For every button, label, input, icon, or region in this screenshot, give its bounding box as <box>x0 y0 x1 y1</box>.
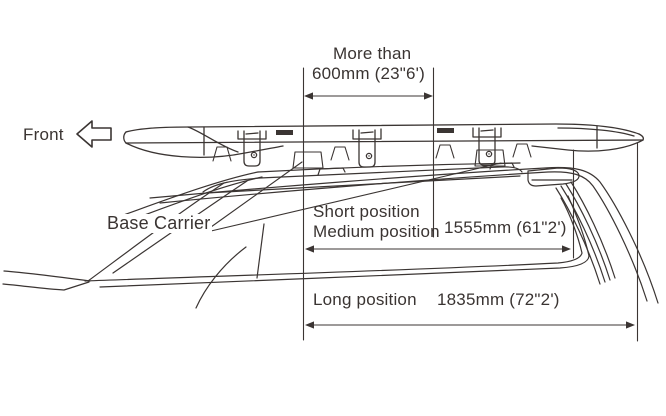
foot-small-3 <box>435 144 455 159</box>
medium-position-label: Medium position <box>313 222 440 241</box>
dim-1555-arrow-left <box>305 245 314 253</box>
a-pillar-lower-curve <box>195 246 247 309</box>
car-outline <box>2 162 659 309</box>
base-carrier-leader-rear <box>210 162 502 232</box>
bar-left-belly <box>125 142 284 158</box>
dim-600-arrow-right <box>424 92 433 100</box>
leader-lines <box>210 161 502 232</box>
dim-1835-arrow-left <box>305 321 314 329</box>
dim-spacing-label-line2: 600mm (23"6') <box>312 64 425 83</box>
door-pillar-line <box>256 223 265 279</box>
bar-right-face <box>638 133 645 141</box>
base-carrier-label: Base Carrier <box>105 213 213 233</box>
foot-block-rear <box>474 149 506 167</box>
d-pillar-line-1 <box>555 187 601 285</box>
bar-bottom-edge <box>125 139 644 144</box>
carrier-bar <box>123 123 645 169</box>
carrier-bracket-front <box>237 130 267 167</box>
roof-rail-top <box>202 166 523 193</box>
carrier-feet <box>212 143 532 169</box>
roof-rail-notch-front <box>317 167 346 176</box>
cowl-line <box>2 281 90 291</box>
foot-small-2 <box>330 146 350 161</box>
dimension-lines <box>302 67 639 342</box>
carrier-bracket-middle <box>352 128 382 168</box>
bar-right-belly <box>531 139 644 152</box>
bar-left-cap-seam <box>187 126 239 153</box>
long-position-value: 1835mm (72"2') <box>437 290 560 309</box>
dim-spacing-label-line1: More than <box>333 44 412 63</box>
bar-slot-rear <box>437 128 454 133</box>
short-position-label: Short position <box>313 202 420 221</box>
bar-right-cap-seam <box>557 127 635 137</box>
bar-slot-front <box>276 130 293 135</box>
hood-line <box>3 270 91 282</box>
roof-front-edge-outer <box>117 171 259 218</box>
foot-small-4 <box>512 143 532 158</box>
roof-drip-outer <box>149 166 659 304</box>
belt-line-upper <box>84 197 583 282</box>
roof-drip-inner <box>159 171 648 302</box>
foot-block-front <box>292 151 324 169</box>
d-pillar-line-4 <box>570 181 616 279</box>
roof-rail-bottom <box>205 175 521 194</box>
long-position-label: Long position <box>313 290 417 309</box>
d-pillar-line-3 <box>565 183 611 281</box>
front-arrow-icon <box>76 120 112 148</box>
d-pillar-line-2 <box>560 185 606 283</box>
dim-1835-arrow-right <box>626 321 635 329</box>
base-carrier-leader-front <box>210 161 303 228</box>
short-medium-value: 1555mm (61"2') <box>444 218 567 237</box>
belt-line-lower <box>99 195 590 288</box>
roof-rail-rear-cap <box>527 167 580 187</box>
bar-top-edge <box>125 123 640 135</box>
carrier-bracket-rear <box>472 127 502 166</box>
dim-1555-arrow-right <box>562 245 571 253</box>
bar-left-face <box>123 131 127 144</box>
foot-small-1 <box>212 146 232 162</box>
front-label: Front <box>23 125 64 144</box>
dim-600-arrow-left <box>304 92 313 100</box>
